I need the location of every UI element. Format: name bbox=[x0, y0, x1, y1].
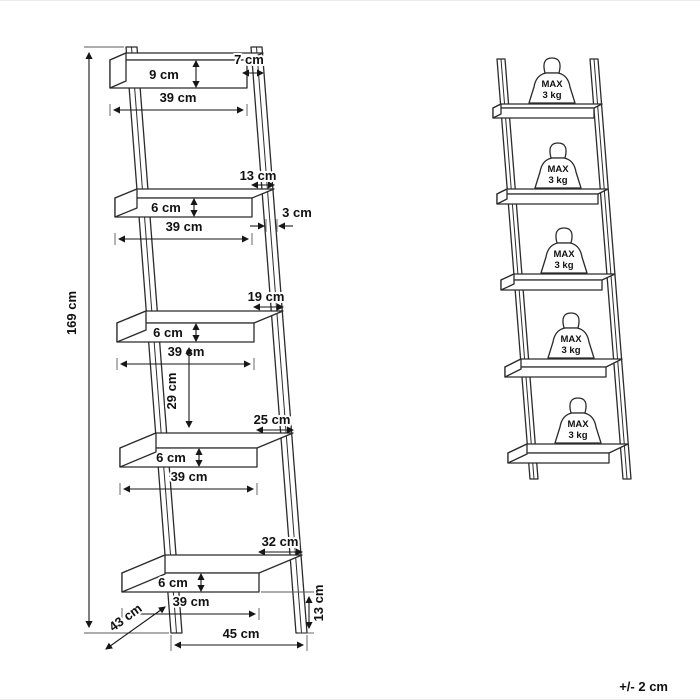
shelf4-width-label: 39 cm bbox=[171, 469, 208, 484]
dim-shelf3-front-height: 6 cm bbox=[151, 322, 200, 343]
dim-shelf-gap: 29 cm bbox=[162, 346, 193, 429]
dim-shelf2-depth: 13 cm bbox=[238, 166, 278, 189]
shelf-tray-5 bbox=[121, 554, 303, 593]
weight-value-label: 3 kg bbox=[542, 90, 561, 101]
tolerance-note: +/- 2 cm bbox=[619, 679, 668, 694]
shelf1-depth-label: 7 cm bbox=[234, 52, 264, 67]
shelf4-depth-label: 25 cm bbox=[254, 412, 291, 427]
dim-shelf4-front-height: 6 cm bbox=[154, 447, 203, 468]
mini-shelf-3 bbox=[500, 273, 616, 291]
shelf5-front-height-label: 6 cm bbox=[158, 575, 188, 590]
dim-shelf4-width: 39 cm bbox=[119, 467, 258, 495]
dim-shelf1-depth: 7 cm bbox=[232, 50, 266, 77]
shelf3-width-label: 39 cm bbox=[168, 344, 205, 359]
dim-bottom-clearance: 13 cm bbox=[261, 583, 328, 634]
dim-shelf4-depth: 25 cm bbox=[252, 410, 295, 434]
shelf5-depth-label: 32 cm bbox=[262, 534, 299, 549]
mini-shelf-5 bbox=[507, 443, 629, 464]
weight-value-label: 3 kg bbox=[561, 345, 580, 356]
weight-icon: MAX 3 kg bbox=[534, 142, 582, 189]
max-load-view: MAX 3 kg MAX 3 kg MAX 3 kg MAX 3 kg MAX … bbox=[492, 57, 632, 480]
dim-shelf2-width: 39 cm bbox=[114, 217, 253, 245]
dim-base-depth: 43 cm bbox=[104, 598, 166, 650]
shelf1-width-label: 39 cm bbox=[160, 90, 197, 105]
weight-icon: MAX 3 kg bbox=[554, 397, 602, 444]
mini-shelf-4 bbox=[504, 358, 623, 378]
shelf3-front-height-label: 6 cm bbox=[153, 325, 183, 340]
dim-shelf3-depth: 19 cm bbox=[246, 287, 286, 311]
base-depth-label: 43 cm bbox=[106, 600, 145, 634]
dim-shelf5-width: 39 cm bbox=[121, 592, 260, 620]
max-load-label: MAX bbox=[541, 79, 563, 90]
shelf2-width-label: 39 cm bbox=[166, 219, 203, 234]
weight-value-label: 3 kg bbox=[548, 175, 567, 186]
bottom-clearance-label: 13 cm bbox=[311, 585, 326, 622]
dim-shelf2-front-height: 6 cm bbox=[149, 197, 198, 218]
shelf-tray-4 bbox=[119, 432, 294, 468]
weight-icon: MAX 3 kg bbox=[528, 57, 576, 104]
dim-base-width: 45 cm bbox=[170, 624, 308, 651]
max-load-label: MAX bbox=[553, 249, 575, 260]
weight-icon: MAX 3 kg bbox=[540, 227, 588, 274]
max-load-label: MAX bbox=[547, 164, 569, 175]
mini-ladder-right-rail bbox=[589, 58, 632, 480]
mini-shelf-2 bbox=[496, 188, 609, 205]
dim-shelf5-front-height: 6 cm bbox=[156, 572, 205, 593]
shelf4-front-height-label: 6 cm bbox=[156, 450, 186, 465]
mini-shelf-1 bbox=[492, 103, 603, 119]
shelf5-width-label: 39 cm bbox=[173, 594, 210, 609]
weight-value-label: 3 kg bbox=[554, 260, 573, 271]
dim-shelf1-front-height: 9 cm bbox=[147, 59, 200, 89]
shelf-tray-2 bbox=[114, 188, 275, 218]
dim-rail-thickness: 3 cm bbox=[250, 203, 314, 232]
shelf2-depth-label: 13 cm bbox=[240, 168, 277, 183]
overall-height-label: 169 cm bbox=[64, 291, 79, 335]
max-load-label: MAX bbox=[567, 419, 589, 430]
shelf3-depth-label: 19 cm bbox=[248, 289, 285, 304]
base-width-label: 45 cm bbox=[223, 626, 260, 641]
weight-icon: MAX 3 kg bbox=[547, 312, 595, 359]
rail-thickness-label: 3 cm bbox=[282, 205, 312, 220]
weight-value-label: 3 kg bbox=[568, 430, 587, 441]
dim-shelf3-width: 39 cm bbox=[116, 342, 255, 370]
shelf-tray-1 bbox=[109, 52, 264, 89]
dim-shelf5-depth: 32 cm bbox=[257, 532, 304, 556]
shelf-gap-label: 29 cm bbox=[164, 373, 179, 410]
shelf1-front-height-label: 9 cm bbox=[149, 67, 179, 82]
max-load-label: MAX bbox=[560, 334, 582, 345]
dim-shelf1-width: 39 cm bbox=[109, 88, 248, 116]
shelf2-front-height-label: 6 cm bbox=[151, 200, 181, 215]
shelf-tray-3 bbox=[116, 310, 284, 343]
dim-overall-height: 169 cm bbox=[62, 46, 169, 634]
mini-ladder-left-rail bbox=[496, 58, 539, 480]
